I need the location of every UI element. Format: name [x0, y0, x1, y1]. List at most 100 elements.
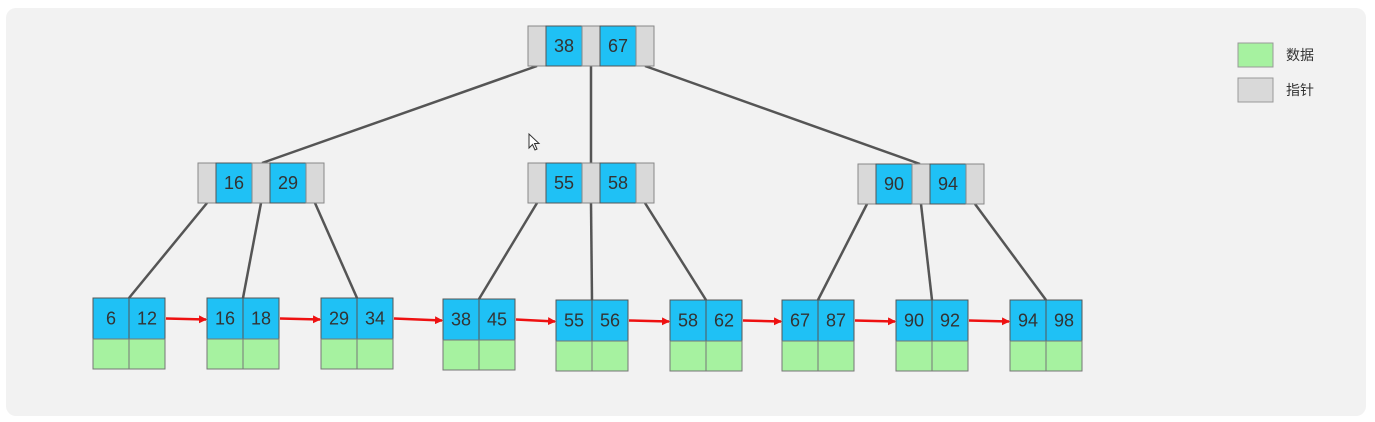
leaf-links [165, 315, 1010, 326]
tree-edge [128, 202, 208, 299]
data-cell [705, 340, 743, 372]
legend-label: 指针 [1286, 83, 1314, 99]
legend-label: 数据 [1286, 48, 1314, 64]
key-cell [442, 298, 480, 341]
data-cell [555, 340, 593, 372]
data-cell [478, 339, 516, 371]
leaf-link-arrow [628, 317, 670, 326]
legend-swatch [1237, 42, 1274, 68]
key-label: 94 [1018, 311, 1038, 331]
key-label: 45 [487, 310, 507, 330]
pointer-cell [251, 162, 271, 204]
key-label: 16 [215, 309, 235, 329]
tree-edge [973, 203, 1048, 301]
tree-edge [919, 203, 934, 301]
internal-node: 55 58 [527, 162, 655, 204]
key-label: 98 [1054, 311, 1074, 331]
pointer-cell [635, 25, 655, 67]
data-cell [895, 340, 933, 372]
data-cell [781, 340, 819, 372]
key-label: 56 [600, 311, 620, 331]
key-label: 67 [608, 36, 628, 56]
data-cell [128, 338, 166, 370]
tree-edge [643, 202, 708, 301]
key-label: 29 [329, 309, 349, 329]
root-node: 38 67 [527, 25, 655, 67]
key-cell [128, 297, 166, 340]
key-cell [591, 299, 629, 342]
mouse-cursor-icon [528, 132, 541, 151]
key-label: 18 [251, 309, 271, 329]
leaf-link-arrow [279, 315, 321, 324]
key-cell [1045, 299, 1083, 342]
leaf-node: 38 45 [442, 298, 516, 371]
tree-edge [261, 64, 538, 165]
data-cell [206, 338, 244, 370]
key-cell [929, 163, 967, 205]
leaf-link-arrow [393, 316, 443, 325]
key-cell [269, 162, 307, 204]
key-cell [781, 299, 819, 342]
key-cell [206, 297, 244, 340]
leaf-node: 90 92 [895, 299, 969, 372]
leaf-node: 55 56 [555, 299, 629, 372]
key-cell [545, 25, 583, 67]
leaf-node: 6 12 [92, 297, 166, 370]
key-cell [215, 162, 253, 204]
data-cell [242, 338, 280, 370]
key-label: 94 [938, 174, 958, 194]
leaf-link-arrow [742, 317, 782, 326]
key-label: 87 [826, 311, 846, 331]
key-label: 6 [106, 309, 116, 329]
pointer-cell [527, 162, 547, 204]
key-label: 62 [714, 311, 734, 331]
key-cell [599, 25, 637, 67]
key-label: 38 [554, 36, 574, 56]
data-cell [92, 338, 130, 370]
tree-edge [589, 202, 594, 301]
legend-swatch [1237, 77, 1274, 103]
data-cell [442, 339, 480, 371]
key-label: 67 [790, 311, 810, 331]
data-cell [931, 340, 969, 372]
key-label: 55 [554, 173, 574, 193]
key-label: 12 [137, 309, 157, 329]
tree-edge [313, 202, 359, 299]
key-label: 90 [904, 311, 924, 331]
pointer-cell [965, 163, 985, 205]
pointer-cell [857, 163, 877, 205]
key-label: 29 [278, 173, 298, 193]
key-label: 90 [884, 174, 904, 194]
data-cell [1009, 340, 1047, 372]
pointer-cell [911, 163, 931, 205]
pointer-cell [197, 162, 217, 204]
key-label: 34 [365, 309, 385, 329]
pointer-cell [581, 25, 601, 67]
data-cell [817, 340, 855, 372]
data-cell [591, 340, 629, 372]
key-label: 38 [451, 310, 471, 330]
data-cell [320, 338, 358, 370]
key-cell [1009, 299, 1047, 342]
key-label: 16 [224, 173, 244, 193]
key-label: 58 [608, 173, 628, 193]
leaf-node: 67 87 [781, 299, 855, 372]
internal-node: 90 94 [857, 163, 985, 205]
data-cell [356, 338, 394, 370]
key-label: 58 [678, 311, 698, 331]
tree-edge [816, 203, 869, 301]
key-cell [242, 297, 280, 340]
key-cell [875, 163, 913, 205]
leaf-link-arrow [515, 317, 556, 326]
key-label: 55 [564, 311, 584, 331]
tree-edge [241, 202, 263, 299]
key-label: 92 [940, 311, 960, 331]
leaf-link-arrow [165, 315, 207, 324]
leaf-link-arrow [854, 317, 896, 326]
pointer-cell [581, 162, 601, 204]
pointer-cell [527, 25, 547, 67]
